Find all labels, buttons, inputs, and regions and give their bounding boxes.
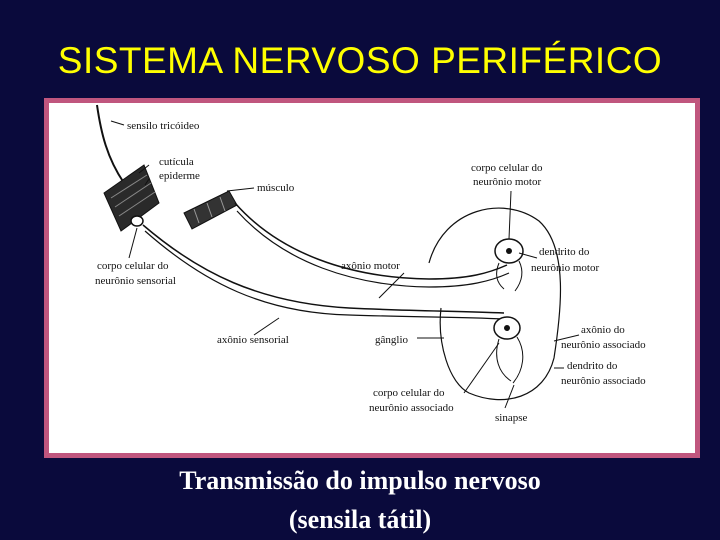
label-axonio-motor: axônio motor [341, 260, 400, 272]
leader-corpo-sensorial [128, 227, 138, 259]
sensilo-hair [96, 104, 125, 184]
caption-line-2: (sensila tátil) [288, 505, 432, 534]
label-dendrito-assoc-1: dendrito do [567, 360, 618, 372]
leader-axonio-motor [378, 272, 405, 299]
slide-title: SISTEMA NERVOSO PERIFÉRICO [57, 40, 663, 81]
leader-corpo-motor [508, 190, 512, 240]
sensory-neuron-body [130, 215, 144, 227]
ganglion-outline [428, 207, 562, 401]
label-sensilo: sensilo tricóideo [127, 120, 200, 132]
leader-axonio-sensorial [253, 317, 280, 336]
label-epiderme: epiderme [159, 170, 200, 182]
muscle-block [183, 190, 238, 230]
diagram-frame: sensilo tricóideo cutícula epiderme músc… [44, 98, 700, 458]
leader-cuticula [138, 164, 150, 174]
leader-musculo [226, 187, 255, 192]
leader-axonio-assoc [553, 334, 580, 342]
leader-sinapse [504, 384, 515, 409]
leader-dendrito-motor [518, 252, 538, 259]
label-corpo-motor-2: neurônio motor [473, 176, 541, 188]
label-axonio-assoc-2: neurônio associado [561, 339, 646, 351]
label-cuticula: cutícula [159, 156, 194, 168]
label-sinapse: sinapse [495, 412, 528, 424]
leader-corpo-assoc [463, 342, 500, 394]
motor-neuron-body [494, 238, 524, 292]
label-musculo: músculo [257, 182, 295, 194]
motor-axon [234, 202, 508, 280]
label-corpo-assoc-2: neurônio associado [369, 402, 454, 414]
motor-axon-2 [236, 210, 510, 288]
label-corpo-sensorial-2: neurônio sensorial [95, 275, 176, 287]
label-dendrito-motor-1: dendrito do [539, 246, 590, 258]
label-dendrito-assoc-2: neurônio associado [561, 375, 646, 387]
sensory-axon-2 [144, 230, 505, 320]
sensory-axon [142, 224, 505, 314]
diagram-drawing: sensilo tricóideo cutícula epiderme músc… [95, 104, 646, 424]
association-neuron-body [493, 316, 524, 384]
caption-line-1: Transmissão do impulso nervoso [179, 466, 541, 495]
label-dendrito-motor-2: neurônio motor [531, 262, 599, 274]
leader-sensilo [110, 120, 125, 126]
label-axonio-sensorial: axônio sensorial [217, 334, 289, 346]
label-corpo-assoc-1: corpo celular do [373, 387, 445, 399]
nervous-system-diagram: sensilo tricóideo cutícula epiderme músc… [49, 103, 695, 453]
label-corpo-motor-1: corpo celular do [471, 162, 543, 174]
cuticle-epidermis-block [103, 164, 160, 232]
leader-epiderme [144, 178, 150, 186]
label-ganglio: gânglio [375, 334, 408, 346]
label-axonio-assoc-1: axônio do [581, 324, 625, 336]
label-corpo-sensorial-1: corpo celular do [97, 260, 169, 272]
